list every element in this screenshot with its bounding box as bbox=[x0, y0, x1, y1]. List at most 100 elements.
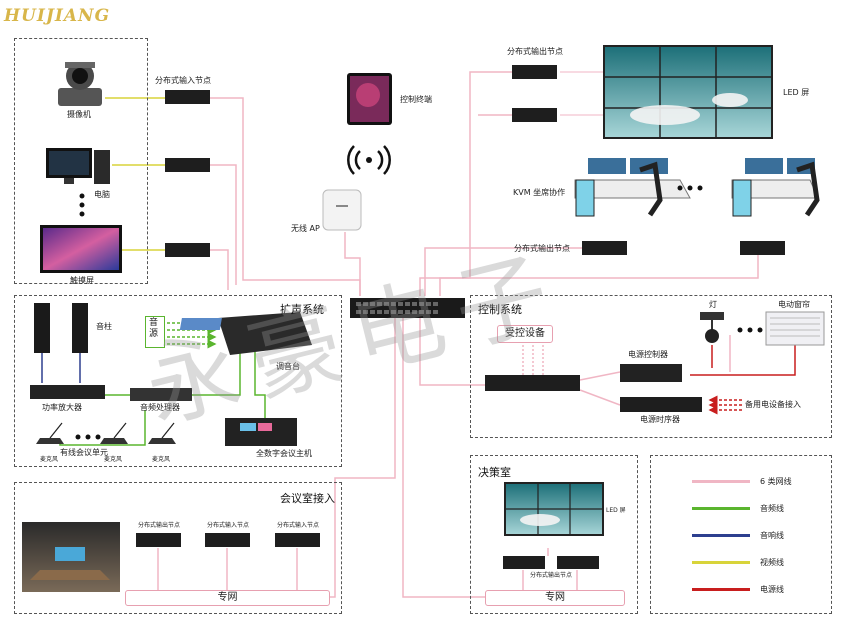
power-amplifier bbox=[30, 385, 105, 399]
network-switch bbox=[350, 298, 465, 318]
input-node-camera bbox=[165, 90, 210, 104]
network-cables bbox=[157, 71, 759, 598]
control-system-title: 控制系统 bbox=[478, 303, 522, 316]
input-node-touchscreen bbox=[165, 243, 210, 257]
power-sequencer-device bbox=[620, 397, 702, 412]
legend-label-audio: 音频线 bbox=[760, 504, 784, 513]
ellipsis-icon bbox=[737, 327, 763, 333]
curtain-label: 电动窗帘 bbox=[778, 300, 810, 309]
legend-label-sound: 音响线 bbox=[760, 531, 784, 540]
relay-controller-label: 电源控制器 bbox=[628, 350, 668, 359]
light-label: 灯 bbox=[709, 300, 717, 309]
legend-line-audio bbox=[692, 507, 750, 510]
mic-unit-1 bbox=[36, 422, 64, 444]
meeting-input-node-1 bbox=[205, 533, 250, 547]
ellipsis-icon bbox=[677, 185, 703, 191]
speaker-label: 音柱 bbox=[96, 322, 112, 331]
ellipsis-icon bbox=[79, 193, 85, 217]
decision-output-node-2 bbox=[557, 556, 599, 569]
output-node-kvm-2 bbox=[740, 241, 785, 255]
touchscreen-icon bbox=[40, 225, 122, 273]
camera-icon bbox=[58, 62, 102, 106]
audio-source-label: 音源 bbox=[149, 318, 159, 339]
mic-unit-3 bbox=[148, 422, 176, 444]
light-icon bbox=[700, 312, 724, 343]
control-system-zone bbox=[470, 295, 832, 438]
decision-led-label: LED 屏 bbox=[606, 507, 626, 514]
legend-line-network bbox=[692, 480, 750, 483]
meeting-output-node-label: 分布式输出节点 bbox=[138, 522, 181, 529]
meeting-room-photo bbox=[22, 522, 120, 592]
control-terminal-label: 控制终端 bbox=[400, 95, 432, 104]
private-net-right: 专网 bbox=[485, 590, 625, 606]
speaker-right bbox=[72, 303, 88, 353]
ellipsis-icon bbox=[75, 434, 101, 440]
camera-label: 摄像机 bbox=[67, 110, 91, 119]
meeting-input-node-1-label: 分布式输入节点 bbox=[207, 522, 250, 529]
kvm-label: KVM 坐席协作 bbox=[513, 188, 566, 197]
meeting-access-zone bbox=[14, 482, 342, 614]
wifi-signal-icon bbox=[347, 145, 391, 175]
input-node-label: 分布式输入节点 bbox=[155, 76, 211, 85]
output-node-mid-label: 分布式输出节点 bbox=[514, 244, 570, 253]
mic-tag-2: 麦克风 bbox=[104, 456, 123, 463]
decision-output-node-label: 分布式输出节点 bbox=[530, 572, 573, 579]
output-node-1 bbox=[512, 65, 557, 79]
wireless-ap-label: 无线 AP bbox=[291, 224, 320, 233]
output-node-kvm-1 bbox=[582, 241, 627, 255]
audio-processor bbox=[130, 388, 192, 401]
led-wall-top bbox=[603, 45, 773, 139]
wired-conf-unit-label: 有线会议单元 bbox=[60, 448, 108, 457]
legend-zone bbox=[650, 455, 832, 614]
mixer-label: 调音台 bbox=[276, 362, 300, 371]
central-controller bbox=[485, 375, 580, 391]
input-node-computer bbox=[165, 158, 210, 172]
legend-line-power bbox=[692, 588, 750, 591]
audio-processor-label: 音频处理器 bbox=[140, 403, 180, 412]
power-cables bbox=[690, 345, 796, 415]
kvm-desk-1 bbox=[574, 158, 691, 217]
sound-system-title: 扩声系统 bbox=[280, 303, 324, 316]
mixer-icon bbox=[179, 312, 312, 355]
touchscreen-label: 触摸屏 bbox=[70, 276, 94, 285]
conference-host bbox=[225, 418, 297, 446]
controlled-device-box: 受控设备 bbox=[497, 325, 553, 343]
power-sequencer-label: 电源时序器 bbox=[640, 415, 680, 424]
legend-line-video bbox=[692, 561, 750, 564]
mic-unit-2 bbox=[100, 422, 128, 444]
relay-controller-device bbox=[620, 364, 682, 382]
mic-tag-1: 麦克风 bbox=[40, 456, 59, 463]
meeting-input-node-2 bbox=[275, 533, 320, 547]
decision-room-title: 决策室 bbox=[478, 466, 511, 479]
legend-line-sound bbox=[692, 534, 750, 537]
mic-tag-3: 麦克风 bbox=[152, 456, 171, 463]
legend-label-power: 电源线 bbox=[760, 585, 784, 594]
wireless-ap-icon bbox=[322, 189, 362, 231]
decision-room-zone bbox=[470, 455, 638, 614]
video-cables bbox=[105, 97, 165, 251]
brand-logo: HUIJIANG bbox=[4, 6, 111, 26]
speaker-left bbox=[34, 303, 50, 353]
sound-system-zone bbox=[14, 295, 342, 467]
output-node-2 bbox=[512, 108, 557, 122]
meeting-input-node-2-label: 分布式输入节点 bbox=[277, 522, 320, 529]
legend-label-network: 6 类网线 bbox=[760, 477, 792, 486]
digital-conf-host-label: 全数字会议主机 bbox=[256, 449, 312, 458]
curtain-icon bbox=[765, 311, 825, 346]
kvm-desk-2 bbox=[731, 158, 820, 217]
meeting-output-node bbox=[136, 533, 181, 547]
decision-output-node-1 bbox=[503, 556, 545, 569]
legend-label-video: 视频线 bbox=[760, 558, 784, 567]
sound-cables bbox=[41, 352, 81, 383]
led-screen-label: LED 屏 bbox=[783, 88, 810, 97]
amplifier-label: 功率放大器 bbox=[42, 403, 82, 412]
tablet-icon bbox=[347, 73, 392, 125]
output-node-top-label: 分布式输出节点 bbox=[507, 47, 563, 56]
meeting-access-title: 会议室接入 bbox=[280, 492, 335, 505]
backup-power-label: 备用电设备接入 bbox=[745, 400, 801, 409]
audio-source-box bbox=[145, 316, 165, 348]
decision-led-wall bbox=[504, 482, 604, 536]
private-net-left: 专网 bbox=[125, 590, 330, 606]
